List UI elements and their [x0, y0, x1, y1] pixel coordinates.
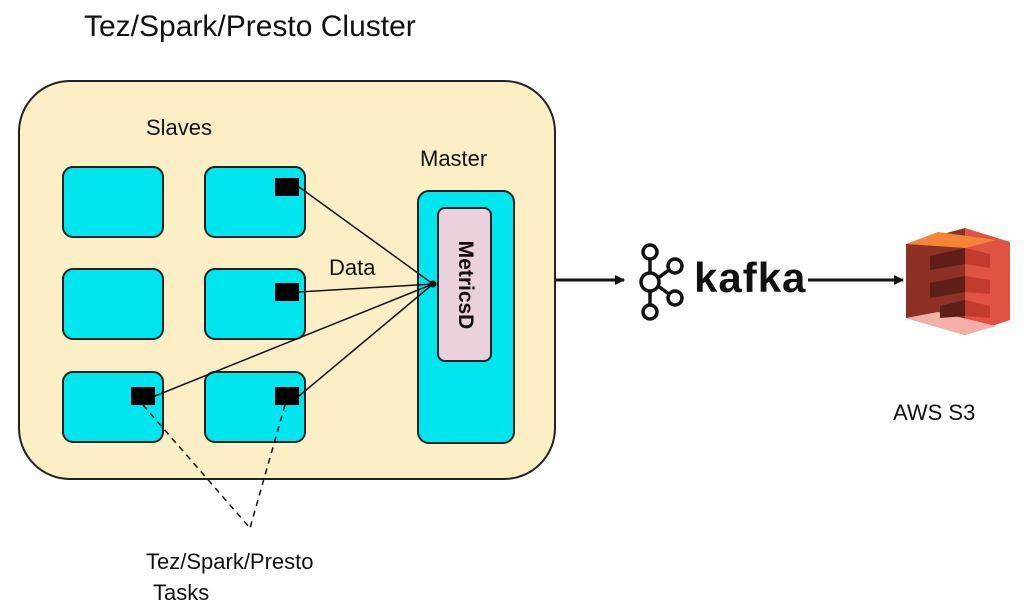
- slave-node: [204, 268, 306, 340]
- slaves-label: Slaves: [146, 115, 213, 140]
- s3-label: AWS S3: [893, 400, 976, 425]
- task-marker-icon: [275, 178, 299, 196]
- data-line: [298, 283, 434, 397]
- aws-s3-icon: [906, 228, 1010, 335]
- slave-node: [62, 268, 164, 340]
- slave-node: [62, 166, 164, 238]
- slave-node: [62, 371, 164, 443]
- metricsd-box: MetricsD: [437, 207, 492, 362]
- slave-node: [204, 371, 306, 443]
- master-label: Master: [420, 146, 488, 171]
- tasks-label-line2: Tasks: [153, 580, 210, 605]
- data-line: [298, 283, 434, 293]
- kafka-logo-icon: [639, 243, 684, 321]
- task-marker-icon: [275, 283, 299, 301]
- task-marker-icon: [131, 387, 155, 405]
- data-line: [298, 186, 434, 285]
- task-pointer-line: [249, 404, 286, 529]
- tasks-label-line1: Tez/Spark/Presto: [146, 549, 314, 574]
- diagram-title: Tez/Spark/Presto Cluster: [84, 10, 416, 43]
- data-convergence-point: [429, 280, 437, 288]
- data-label: Data: [329, 255, 376, 280]
- kafka-label: kafka: [694, 254, 807, 301]
- task-pointer-line: [142, 404, 251, 529]
- data-line: [154, 283, 434, 397]
- task-marker-icon: [275, 387, 299, 405]
